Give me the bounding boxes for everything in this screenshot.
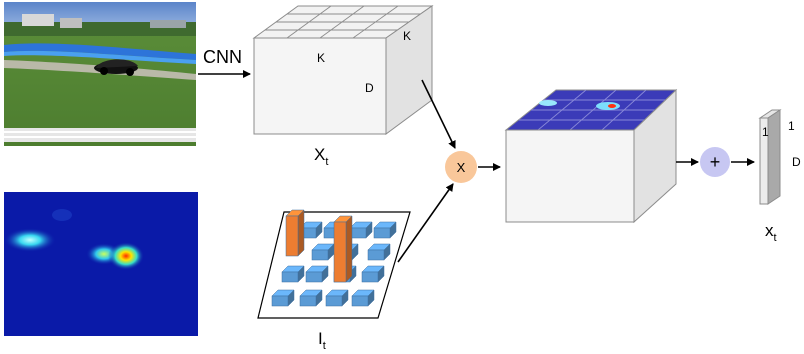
attention-block-0-0 bbox=[299, 221, 323, 239]
attention-block-2-1 bbox=[305, 265, 329, 283]
sum-node: + bbox=[700, 147, 730, 177]
attention-blocks bbox=[271, 209, 397, 307]
plus-symbol: + bbox=[710, 152, 721, 172]
output-vector bbox=[758, 109, 782, 205]
vector-dim-side: 1 bbox=[788, 119, 795, 133]
xt-feature-label: Xt bbox=[314, 145, 328, 168]
feature-cube bbox=[252, 5, 434, 135]
vector-dim-front: 1 bbox=[762, 125, 769, 139]
attention-heatmap bbox=[4, 192, 198, 336]
attention-block-2-0 bbox=[281, 265, 305, 283]
feature-to-multiply-arrow bbox=[421, 79, 456, 149]
k-label-front: K bbox=[317, 51, 325, 65]
feature-cube-top-grid bbox=[265, 5, 420, 39]
attention-block-0-3 bbox=[373, 221, 397, 239]
attention-block-3-2 bbox=[325, 289, 349, 307]
attention-bar-1 bbox=[285, 209, 305, 257]
attention-block-3-0 bbox=[271, 289, 295, 307]
k-label-side: K bbox=[403, 29, 411, 43]
d-label: D bbox=[365, 81, 374, 95]
feature-cube-front bbox=[253, 37, 387, 135]
weighted-cube bbox=[504, 88, 678, 224]
attention-block-0-2 bbox=[349, 221, 373, 239]
weighted-cube-front bbox=[505, 129, 635, 223]
xt-vector-label: xt bbox=[765, 221, 777, 244]
attention-bar-2 bbox=[333, 215, 353, 283]
attention-block-3-3 bbox=[351, 289, 375, 307]
race-car-photo bbox=[4, 2, 196, 146]
it-label: It bbox=[318, 329, 326, 352]
attention-block-3-1 bbox=[299, 289, 323, 307]
multiply-node: X bbox=[445, 151, 477, 183]
race-car bbox=[94, 59, 138, 76]
vector-dim-d: D bbox=[792, 155, 801, 169]
attention-block-1-2 bbox=[367, 243, 391, 261]
multiply-symbol: X bbox=[457, 160, 466, 175]
cnn-label: CNN bbox=[203, 47, 242, 67]
attention-block-2-3 bbox=[361, 265, 385, 283]
attention-to-multiply-arrow bbox=[397, 183, 454, 263]
weighted-cube-top-grid bbox=[519, 89, 666, 131]
attention-block-1-0 bbox=[311, 243, 335, 261]
